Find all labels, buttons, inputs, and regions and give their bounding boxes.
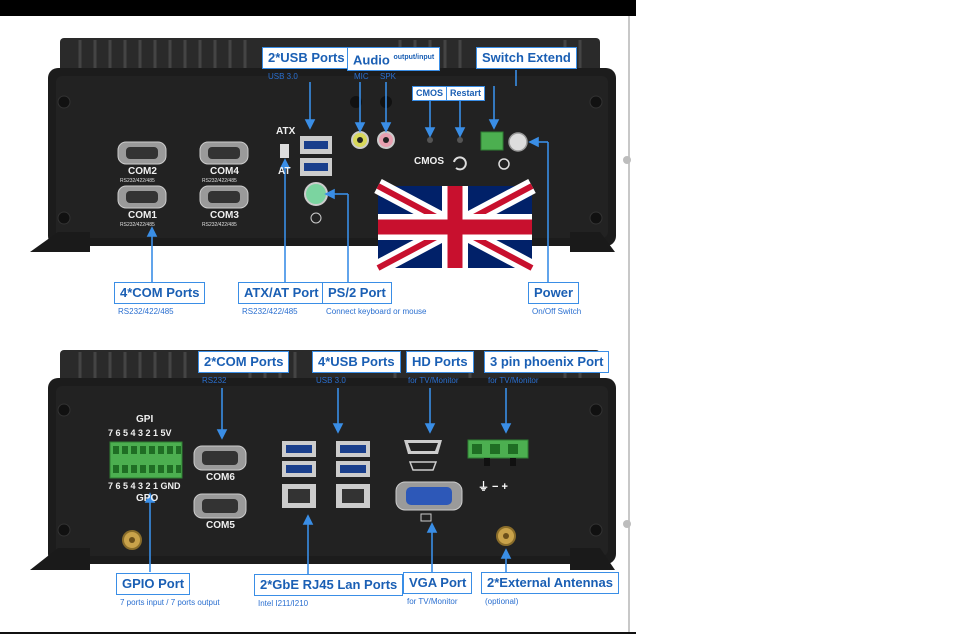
- device-illustration: [30, 38, 616, 574]
- label-audio-text: Audio: [353, 52, 390, 68]
- label-antennas: 2*External Antennas: [481, 572, 619, 594]
- panel-gpi: GPI: [136, 414, 154, 425]
- label-bottom-usb: 4*USB Ports: [312, 351, 401, 373]
- panel-gpi-pins: 7 6 5 4 3 2 1 5V: [108, 428, 172, 438]
- label-cmos: CMOS: [412, 86, 447, 101]
- label-switch-extend: Switch Extend: [476, 47, 577, 69]
- gpio-terminal: [109, 441, 183, 479]
- phoenix-connector: [467, 439, 529, 466]
- panel-com1-spec: RS232/422/485: [120, 222, 155, 228]
- sublabel-lan: Intel I211/I210: [258, 599, 309, 608]
- panel-com1: COM1: [128, 210, 157, 221]
- sublabel-spk: SPK: [380, 72, 397, 81]
- lan-ports: [282, 484, 370, 508]
- sublabel-top-usb: USB 3.0: [268, 72, 298, 81]
- sublabel-atx-at: RS232/422/485: [242, 307, 298, 316]
- panel-com4: COM4: [210, 166, 239, 177]
- label-top-com: 4*COM Ports: [114, 282, 206, 304]
- panel-at: AT: [278, 166, 291, 177]
- panel-com2-spec: RS232/422/485: [120, 178, 155, 184]
- panel-com6: COM6: [206, 472, 235, 483]
- bottom-usb-ports: [282, 441, 370, 477]
- panel-com3: COM3: [210, 210, 239, 221]
- right-marker-top: [623, 156, 631, 164]
- sublabel-vga: for TV/Monitor: [407, 597, 458, 606]
- sublabel-phoenix: for TV/Monitor: [488, 376, 539, 385]
- label-top-usb: 2*USB Ports: [262, 47, 351, 69]
- panel-cmos: CMOS: [414, 156, 444, 167]
- product-image-frame: 2*USB Ports USB 3.0 Audio output/input M…: [0, 0, 636, 634]
- panel-com5: COM5: [206, 520, 235, 531]
- bottom-border: [0, 632, 636, 634]
- sublabel-gpio: 7 ports input / 7 ports output: [120, 598, 220, 607]
- panel-gpo: GPO: [136, 493, 159, 504]
- power-button: [508, 132, 528, 152]
- ps2-port: [304, 182, 328, 206]
- sublabel-bottom-com: RS232: [202, 376, 227, 385]
- label-audio-sup: output/input: [393, 54, 435, 61]
- vga-port: [395, 481, 463, 522]
- panel-com4-spec: RS232/422/485: [202, 178, 237, 184]
- label-phoenix: 3 pin phoenix Port: [484, 351, 610, 373]
- label-audio: Audio output/input: [347, 47, 441, 72]
- sublabel-antennas: (optional): [485, 597, 519, 606]
- top-usb-ports: [300, 136, 332, 176]
- label-vga: VGA Port: [403, 572, 473, 594]
- uk-flag: [374, 178, 536, 276]
- panel-com3-spec: RS232/422/485: [202, 222, 237, 228]
- label-power: Power: [528, 282, 580, 304]
- top-black-bar: [0, 0, 636, 16]
- label-restart: Restart: [446, 86, 486, 101]
- label-bottom-com: 2*COM Ports: [198, 351, 290, 373]
- sublabel-power: On/Off Switch: [532, 307, 582, 316]
- sublabel-ps2: Connect keyboard or mouse: [326, 307, 427, 316]
- sublabel-hd: for TV/Monitor: [408, 376, 459, 385]
- label-atx-at: ATX/AT Port: [238, 282, 325, 304]
- sublabel-bottom-usb: USB 3.0: [316, 376, 346, 385]
- panel-gpo-pins: 7 6 5 4 3 2 1 GND: [108, 481, 181, 491]
- sublabel-top-com: RS232/422/485: [118, 307, 174, 316]
- label-hd: HD Ports: [406, 351, 474, 373]
- sublabel-mic: MIC: [354, 72, 369, 81]
- label-lan: 2*GbE RJ45 Lan Ports: [254, 574, 404, 596]
- panel-phoenix-pins: ⏚ − +: [478, 481, 508, 493]
- panel-com2: COM2: [128, 166, 157, 177]
- label-ps2: PS/2 Port: [322, 282, 392, 304]
- panel-atx: ATX: [276, 126, 296, 137]
- label-gpio: GPIO Port: [116, 573, 191, 595]
- right-marker-bottom: [623, 520, 631, 528]
- right-border: [628, 16, 630, 632]
